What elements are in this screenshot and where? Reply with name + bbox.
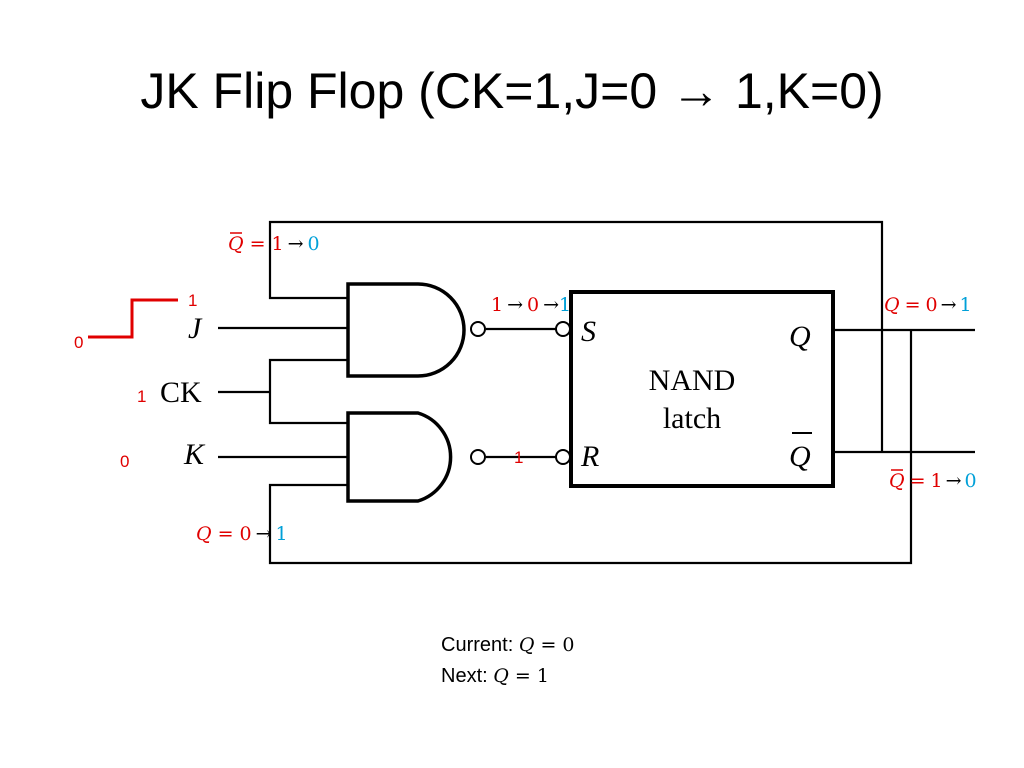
qbar-feedback-label: Q=1→0	[228, 233, 320, 255]
next-state-line: Next: Q = 1	[441, 661, 575, 692]
lower-nand-gate	[346, 411, 453, 503]
q-feedback-label: Q=0→1	[196, 523, 288, 545]
q-feedback-wire	[268, 330, 913, 565]
ck-label: CK	[160, 376, 202, 409]
j-step-waveform	[88, 298, 178, 339]
current-state-line: Current: Q = 0	[441, 630, 575, 661]
current-equation: Q = 0	[518, 634, 575, 656]
circuit-wires	[218, 220, 975, 565]
k-label: K	[183, 438, 206, 471]
j-label: J	[188, 312, 203, 345]
slide-title: JK Flip Flop (CK=1,J=0 → 1,K=0)	[140, 63, 884, 119]
s-line-transition: 1→0→1	[491, 294, 571, 316]
state-summary: Current: Q = 0 Next: Q = 1	[441, 630, 575, 692]
lower-gate-bubble	[470, 449, 486, 465]
latch-name-line2: latch	[663, 402, 721, 435]
s-input-bubble	[555, 321, 571, 337]
r-input-bubble	[555, 449, 571, 465]
k-value: 0	[120, 452, 129, 471]
ck-value: 1	[137, 387, 146, 406]
q-output-label: Q=0→1	[884, 294, 972, 316]
next-label: Next:	[441, 665, 488, 687]
ck-branch-wire	[268, 358, 348, 425]
r-line-value: 1	[514, 448, 523, 467]
j-value-after: 1	[188, 291, 197, 310]
qbar-output-label: Q=1→0	[889, 470, 977, 492]
nand-latch-box	[569, 290, 835, 488]
latch-s-label: S	[581, 315, 596, 348]
qbar-feedback-wire	[268, 220, 884, 452]
upper-gate-bubble	[470, 321, 486, 337]
next-equation: Q = 1	[493, 665, 549, 687]
latch-r-label: R	[580, 440, 599, 473]
latch-qbar-label: Q	[789, 440, 811, 473]
upper-nand-gate	[346, 282, 466, 378]
current-label: Current:	[441, 634, 514, 656]
latch-name-line1: NAND	[649, 364, 736, 397]
latch-q-label: Q	[789, 320, 811, 353]
j-value-before: 0	[74, 333, 83, 352]
